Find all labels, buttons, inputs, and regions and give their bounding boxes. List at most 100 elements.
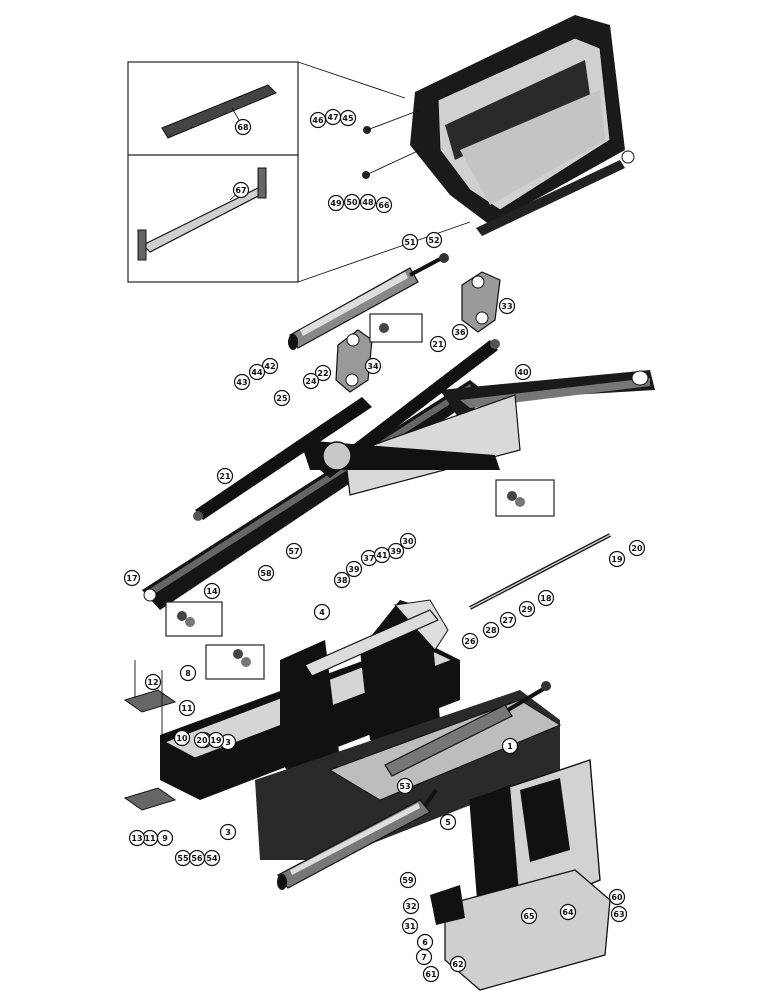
callout-number: 41 <box>376 551 388 560</box>
callout-number: 26 <box>464 637 476 646</box>
callout-circle <box>498 297 516 315</box>
callout-c25: 25 <box>273 389 291 407</box>
callout-c27: 27 <box>499 611 517 629</box>
callout-c55: 55 <box>174 849 192 867</box>
callout-number: 21 <box>432 340 444 349</box>
callout-circle <box>628 539 646 557</box>
callout-c17: 17 <box>123 569 141 587</box>
callout-circle <box>399 532 417 550</box>
callout-c36: 36 <box>451 323 469 341</box>
callout-c51: 51 <box>401 233 419 251</box>
callout-circle <box>343 193 361 211</box>
callout-c4: 4 <box>313 603 331 621</box>
callout-c44: 44 <box>248 363 266 381</box>
callout-circle <box>399 871 417 889</box>
callout-c62: 62 <box>449 955 467 973</box>
callout-circle <box>173 729 191 747</box>
callout-number: 59 <box>402 876 414 885</box>
callout-c46: 46 <box>309 111 327 129</box>
callout-number: 10 <box>176 734 188 743</box>
callout-number: 19 <box>611 555 623 564</box>
callout-number: 56 <box>191 854 203 863</box>
callout-c32: 32 <box>402 897 420 915</box>
callout-layer: 1233456789101111121314151617181819192020… <box>123 108 646 983</box>
callout-number: 58 <box>260 569 272 578</box>
strap-part <box>137 167 268 261</box>
callout-c39b: 39 <box>345 560 363 578</box>
callout-number: 3 <box>225 828 231 837</box>
callout-number: 60 <box>611 893 623 902</box>
callout-c22: 22 <box>314 364 332 382</box>
callout-number: 45 <box>342 114 354 123</box>
callout-number: 65 <box>523 912 535 921</box>
callout-circle <box>123 569 141 587</box>
callout-circle <box>461 632 479 650</box>
callout-circle <box>501 737 519 755</box>
callout-c61: 61 <box>422 965 440 983</box>
callout-c33: 33 <box>498 297 516 315</box>
inset-detail-box <box>127 61 471 283</box>
cutting-edge-part <box>161 84 277 139</box>
callout-circle <box>273 389 291 407</box>
callout-number: 19 <box>210 736 222 745</box>
callout-number: 11 <box>181 704 193 713</box>
callout-number: 55 <box>177 854 189 863</box>
callout-c28: 28 <box>482 621 500 639</box>
callout-number: 11 <box>144 834 156 843</box>
callout-circle <box>179 664 197 682</box>
callout-circle <box>364 357 382 375</box>
callout-number: 29 <box>521 605 533 614</box>
callout-circle <box>193 731 211 749</box>
callout-c66: 66 <box>375 196 393 214</box>
callout-c68: 68 <box>234 118 252 136</box>
callout-number: 40 <box>517 368 529 377</box>
callout-number: 67 <box>235 186 246 195</box>
callout-circle <box>188 849 206 867</box>
callout-circle <box>402 897 420 915</box>
callout-number: 48 <box>362 198 374 207</box>
callout-circle <box>345 560 363 578</box>
callout-c40: 40 <box>514 363 532 381</box>
callout-number: 9 <box>162 834 168 843</box>
callout-number: 44 <box>251 368 263 377</box>
callout-circle <box>537 589 555 607</box>
callout-c67: 67 <box>232 181 250 199</box>
lift-cylinder-rear <box>384 681 551 777</box>
callout-number: 8 <box>185 669 191 678</box>
callout-number: 17 <box>126 574 137 583</box>
hardware-icons <box>177 323 525 667</box>
callout-circle <box>302 372 320 390</box>
callout-number: 46 <box>312 116 324 125</box>
callout-number: 4 <box>319 608 325 617</box>
callout-c1: 1 <box>501 737 519 755</box>
callout-c49: 49 <box>327 194 345 212</box>
callout-circle <box>520 907 538 925</box>
callout-number: 20 <box>631 544 643 553</box>
bell-crank-left <box>335 329 373 393</box>
callout-circle <box>559 903 577 921</box>
callout-c11b: 11 <box>141 829 159 847</box>
callout-number: 32 <box>405 902 416 911</box>
callout-c13: 13 <box>128 829 146 847</box>
callout-c20b: 20 <box>193 731 211 749</box>
callout-c41: 41 <box>373 546 391 564</box>
callout-circle <box>451 323 469 341</box>
callout-circle <box>248 363 266 381</box>
callout-number: 30 <box>402 537 414 546</box>
callout-c52: 52 <box>425 231 443 249</box>
callout-circle <box>518 600 536 618</box>
callout-number: 5 <box>445 818 451 827</box>
callout-circle <box>401 233 419 251</box>
callout-c21: 21 <box>429 335 447 353</box>
callout-number: 52 <box>428 236 439 245</box>
callout-number: 34 <box>367 362 379 371</box>
callout-circle <box>375 196 393 214</box>
callout-number: 37 <box>363 554 374 563</box>
callout-number: 53 <box>399 782 410 791</box>
callout-c6: 6 <box>416 933 434 951</box>
callout-c54: 54 <box>203 849 221 867</box>
callout-number: 38 <box>336 576 348 585</box>
callout-number: 62 <box>452 960 463 969</box>
callout-c38: 38 <box>333 571 351 589</box>
callout-number: 28 <box>485 626 497 635</box>
